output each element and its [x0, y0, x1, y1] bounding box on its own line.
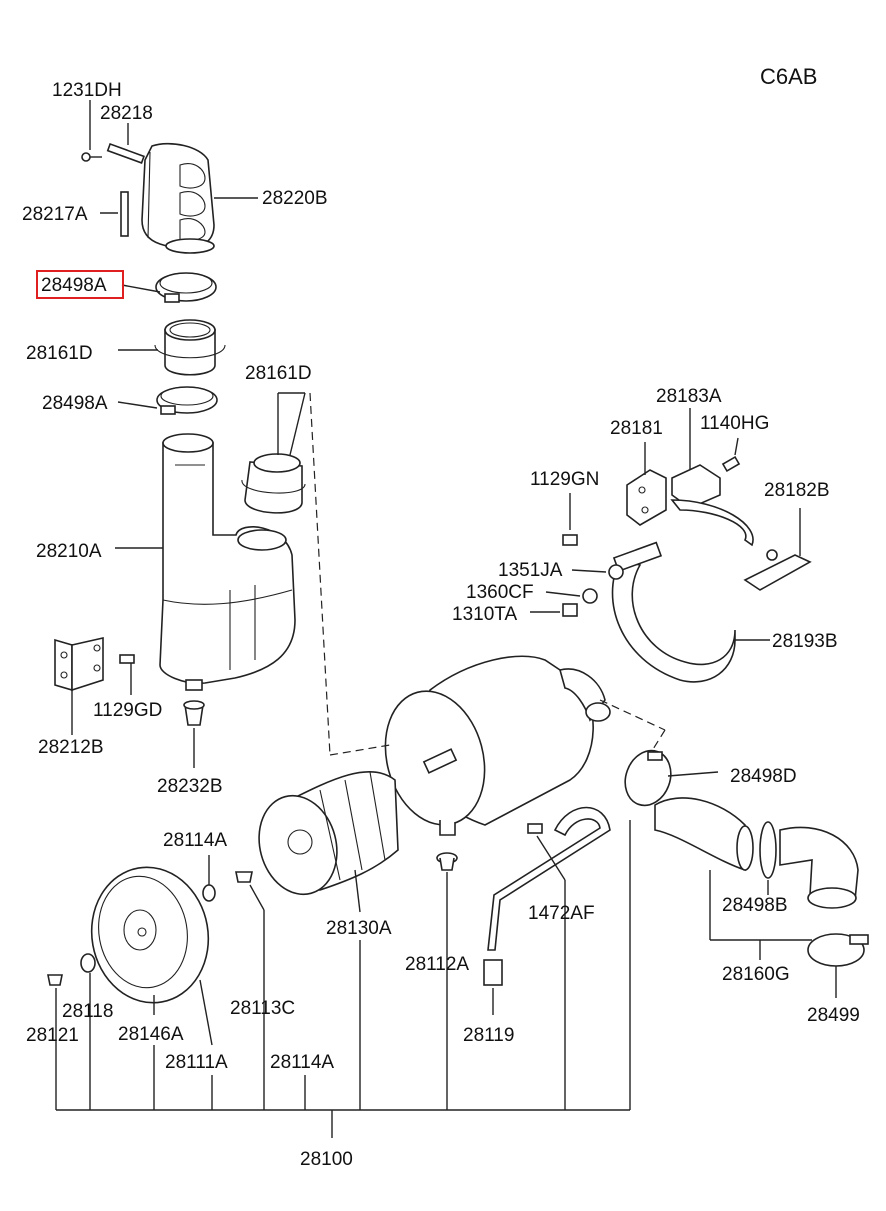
label-1231dh: 1231DH	[52, 80, 122, 101]
label-1129gd: 1129GD	[93, 700, 162, 721]
label-28212b: 28212B	[38, 737, 104, 758]
grommet-28112a	[436, 852, 458, 1110]
label-28112a: 28112A	[405, 954, 469, 975]
label-28220b: 28220B	[262, 188, 328, 209]
label-28119: 28119	[463, 1025, 514, 1046]
label-28111a: 28111A	[165, 1052, 228, 1073]
bracket-28183a	[671, 408, 721, 509]
diagram-code: C6AB	[760, 64, 817, 89]
label-28218: 28218	[100, 103, 153, 124]
label-28113c: 28113C	[230, 998, 295, 1019]
label-28118: 28118	[62, 1001, 113, 1022]
mounting-band-28193b	[611, 499, 770, 683]
label-28217a: 28217A	[22, 204, 88, 225]
filter-element-28130a	[258, 771, 399, 913]
label-28499: 28499	[807, 1005, 860, 1026]
pipe-1472af	[487, 806, 611, 1110]
strap-28218	[106, 123, 145, 164]
bolt-1140hg	[721, 437, 741, 473]
air-cleaner-housing	[329, 655, 666, 836]
label-28498d: 28498D	[730, 766, 797, 787]
washer-1360cf	[582, 588, 598, 604]
label-28121: 28121	[26, 1025, 79, 1046]
hose-elbow-28160g	[654, 797, 859, 960]
washer-1351ja	[608, 564, 624, 580]
label-28161d-right: 28161D	[245, 363, 312, 384]
label-1360cf: 1360CF	[466, 582, 534, 603]
label-1472af: 1472AF	[528, 903, 595, 924]
intake-cover-28220b	[141, 142, 258, 254]
label-28181: 28181	[610, 418, 663, 439]
label-28130a: 28130A	[326, 918, 392, 939]
air-cleaner-cover-28111a	[90, 866, 213, 1046]
label-28182b: 28182B	[764, 480, 830, 501]
strap-28217a	[120, 191, 129, 237]
label-28498a-top[interactable]: 28498A	[41, 275, 107, 296]
washer-28118	[80, 953, 96, 973]
clamp-28498a-mid	[117, 386, 218, 415]
bolt-1231dh	[81, 100, 102, 162]
clamp-28498a-top	[121, 272, 217, 303]
highlight-box-28498a	[36, 270, 124, 299]
label-28160g: 28160G	[722, 964, 790, 985]
connector-28161d-right	[241, 392, 331, 756]
bracket-28182b	[743, 508, 812, 591]
label-28146a: 28146A	[118, 1024, 184, 1045]
washer-28114a-top	[202, 884, 216, 902]
drain-valve-28232b	[183, 700, 205, 768]
clamp-28499	[807, 933, 869, 998]
bolt-1129gn	[562, 493, 578, 546]
label-28100: 28100	[300, 1149, 353, 1170]
valve-28119	[483, 959, 503, 1015]
bolt-1129gd	[119, 654, 135, 695]
label-28114a-top: 28114A	[163, 830, 227, 851]
label-1129gn: 1129GN	[530, 469, 599, 490]
label-28210a: 28210A	[36, 541, 102, 562]
label-28232b: 28232B	[157, 776, 223, 797]
label-1310ta: 1310TA	[452, 604, 517, 625]
label-28193b: 28193B	[772, 631, 838, 652]
label-28183a: 28183A	[656, 386, 722, 407]
intake-tube-28210a	[115, 433, 296, 691]
wing-nut-28121	[47, 974, 63, 1110]
label-1140hg: 1140HG	[700, 413, 769, 434]
bracket-28212b	[54, 636, 104, 735]
clamp-28498d	[624, 749, 719, 807]
label-28114a-bottom: 28114A	[270, 1052, 334, 1073]
label-28498b: 28498B	[722, 895, 788, 916]
nut-1310ta	[562, 603, 578, 617]
label-1351ja: 1351JA	[498, 560, 563, 581]
wing-nut-28113c	[235, 871, 265, 1110]
assembly-bracket-28100	[56, 820, 631, 1138]
connector-28161d-left	[118, 319, 226, 376]
label-28498a-mid: 28498A	[42, 393, 108, 414]
label-28161d-left: 28161D	[26, 343, 93, 364]
bracket-28181	[626, 442, 667, 526]
